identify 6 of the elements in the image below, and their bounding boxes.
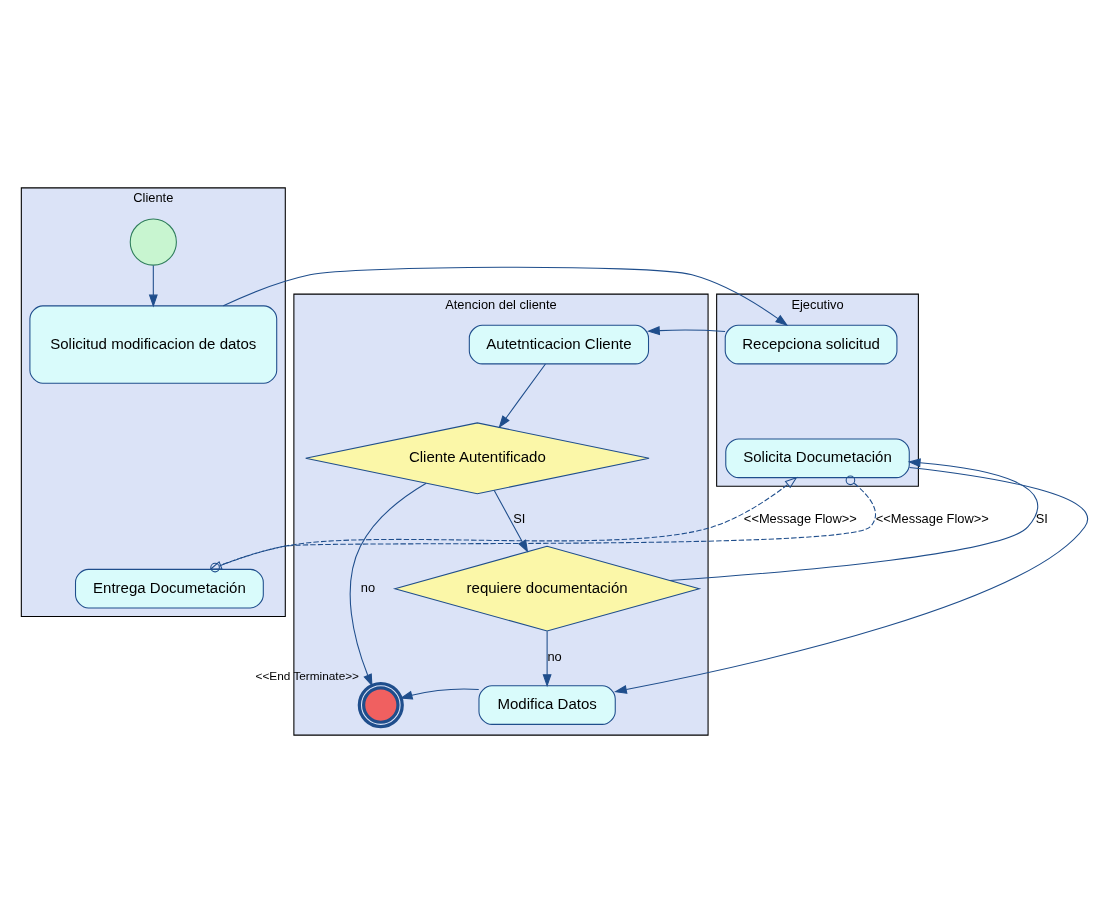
edge-label: SI: [1035, 510, 1048, 526]
edge-label: no: [547, 648, 562, 664]
edge-label: <<Message Flow>>: [743, 510, 857, 526]
edge-label: <<Message Flow>>: [875, 510, 989, 526]
edge-label: no: [360, 579, 376, 595]
edge-label: SI: [513, 510, 526, 526]
